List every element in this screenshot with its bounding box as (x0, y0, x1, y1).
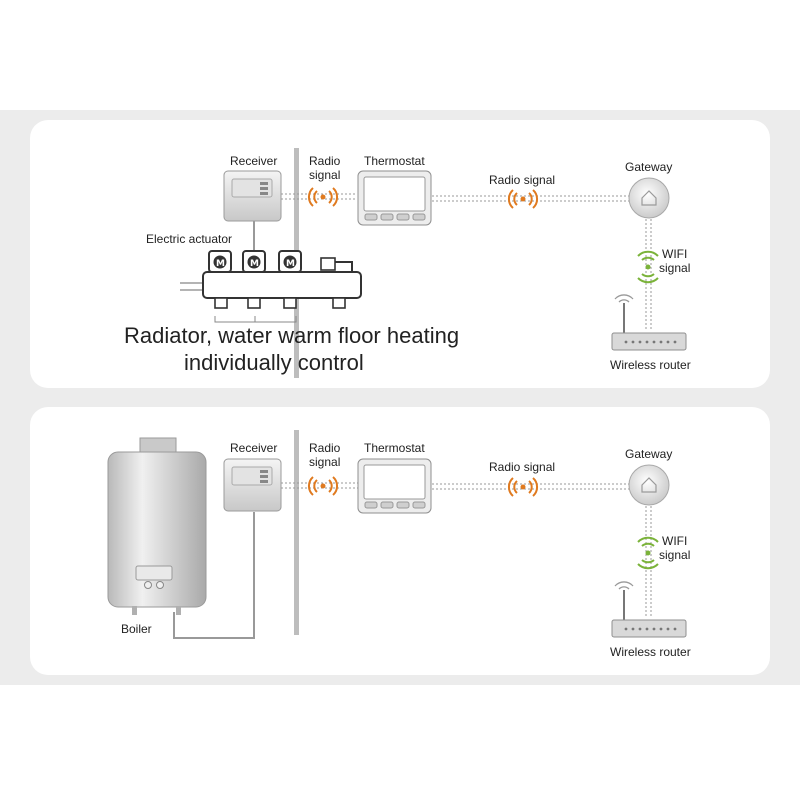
gateway-label: Gateway (625, 447, 672, 461)
top-diagram: Receiver Radio signal Thermostat (124, 148, 691, 378)
svg-text:M: M (250, 259, 259, 269)
wifi-signal-icon (637, 536, 659, 570)
caption-line-2: individually control (184, 350, 364, 375)
wifi-label-2: signal (659, 261, 690, 275)
gateway-device (628, 464, 670, 506)
radio-signal-long-label: Radio signal (489, 460, 555, 474)
router-device (611, 294, 687, 351)
radio-signal-icon (307, 187, 339, 207)
actuator-head: M (278, 250, 302, 273)
thermostat-gateway-link (432, 195, 630, 202)
radio-signal-label-2: signal (309, 455, 340, 469)
bottom-diagram: Boiler Receiver Radio signal Thermostat (107, 430, 691, 659)
radio-signal-icon (507, 477, 539, 497)
wifi-signal-icon (637, 250, 659, 284)
radio-signal-label-2: signal (309, 168, 340, 182)
gateway-device (628, 177, 670, 219)
gateway-router-link (645, 219, 652, 330)
thermostat-label: Thermostat (364, 441, 425, 455)
thermostat-device (357, 458, 432, 514)
wifi-label-2: signal (659, 548, 690, 562)
wifi-label-1: WIFI (662, 534, 687, 548)
thermostat-gateway-link (432, 483, 630, 490)
receiver-device (223, 458, 282, 512)
actuator-head: M (242, 250, 266, 273)
boiler-device (107, 437, 207, 615)
receiver-device (223, 170, 282, 222)
caption-line-1: Radiator, water warm floor heating (124, 323, 459, 348)
svg-text:M: M (286, 259, 295, 269)
wifi-label-1: WIFI (662, 247, 687, 261)
boiler-label: Boiler (121, 622, 152, 636)
actuator-label: Electric actuator (146, 232, 232, 246)
manifold (180, 257, 362, 323)
thermostat-device (357, 170, 432, 226)
radio-signal-icon (307, 476, 339, 496)
receiver-thermostat-link (281, 193, 357, 200)
receiver-thermostat-link (281, 482, 358, 489)
router-device (611, 581, 687, 638)
thermostat-label: Thermostat (364, 154, 425, 168)
svg-text:M: M (216, 259, 225, 269)
radio-signal-long-label: Radio signal (489, 173, 555, 187)
receiver-label: Receiver (230, 154, 277, 168)
actuator-head: M (208, 250, 232, 273)
receiver-label: Receiver (230, 441, 277, 455)
boiler-receiver-cable (173, 512, 255, 639)
wall-divider (294, 430, 299, 635)
radio-signal-label-1: Radio (309, 154, 341, 168)
router-label: Wireless router (610, 645, 691, 659)
gateway-router-link (645, 506, 652, 617)
radio-signal-icon (507, 189, 539, 209)
gateway-label: Gateway (625, 160, 672, 174)
router-label: Wireless router (610, 358, 691, 372)
radio-signal-label-1: Radio (309, 441, 341, 455)
